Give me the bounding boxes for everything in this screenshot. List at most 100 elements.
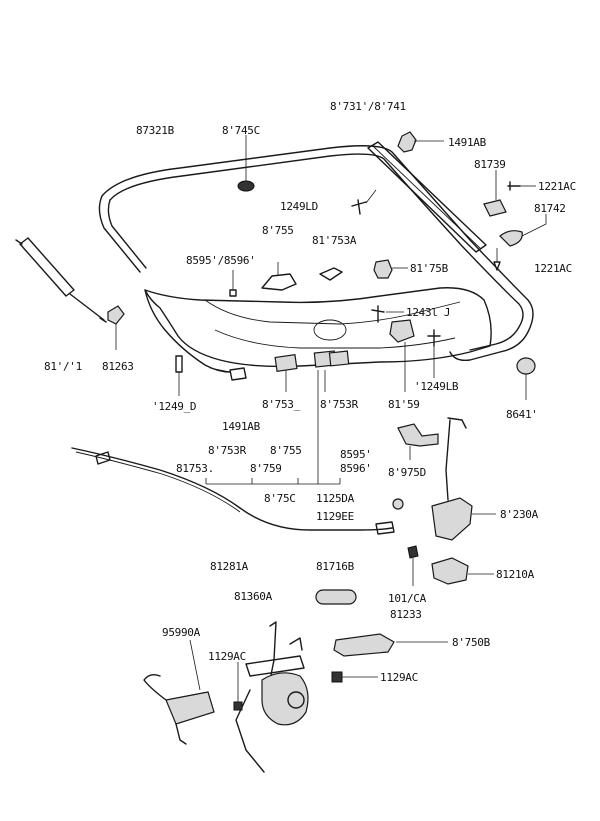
module-harness bbox=[143, 673, 167, 701]
lock-cylinder bbox=[287, 691, 305, 709]
label-8753r-a: 8'753R bbox=[320, 398, 359, 411]
release-cable-inner bbox=[75, 451, 241, 513]
tailgate-emblem-recess bbox=[313, 319, 347, 341]
module-bracket bbox=[175, 723, 187, 745]
weatherstrip-left-side bbox=[98, 195, 147, 273]
spoiler-strip-center bbox=[372, 145, 482, 250]
lock-actuator bbox=[261, 672, 309, 726]
label-81210a: 81210A bbox=[496, 568, 535, 581]
tailgate-panel-inner-line bbox=[204, 299, 461, 325]
label-81771: 81'/'1 bbox=[44, 360, 82, 373]
module-95990a bbox=[165, 691, 215, 725]
label-8175b: 81'75B bbox=[410, 262, 449, 275]
tailgate-panel-outline bbox=[144, 287, 492, 368]
label-95990a: 95990A bbox=[162, 626, 201, 639]
gas-strut-rod bbox=[69, 293, 105, 321]
label-81230a: 8'230A bbox=[500, 508, 539, 521]
bracket-81759 bbox=[389, 319, 415, 343]
grommet-8175b bbox=[373, 259, 393, 279]
gas-strut-cylinder bbox=[19, 237, 75, 297]
bolt-1011ca bbox=[407, 545, 419, 559]
plug-86411 bbox=[516, 357, 536, 375]
handle-8750b bbox=[333, 633, 395, 657]
latch-81230a bbox=[431, 497, 473, 541]
label-1491ab-top: 1491AB bbox=[448, 136, 487, 149]
screw-1221ac-upper bbox=[507, 181, 521, 191]
label-1221ac-b: 1221AC bbox=[534, 262, 572, 275]
label-1011ca: 101/CA bbox=[388, 592, 427, 605]
striker-81210a bbox=[431, 557, 469, 585]
label-1221ac-a: 1221AC bbox=[538, 180, 576, 193]
label-8975d: 8'975D bbox=[388, 466, 426, 479]
latch-rod-top bbox=[447, 417, 467, 429]
bolt-1129ac-right bbox=[331, 671, 343, 683]
label-8753l: 8'753_ bbox=[262, 398, 301, 411]
latch-rod bbox=[445, 419, 451, 501]
weatherstrip-inner bbox=[109, 153, 524, 351]
cable-clip-left bbox=[95, 451, 111, 465]
bracket-81263 bbox=[107, 305, 125, 325]
label-1249ld-a: 1249LD bbox=[280, 200, 318, 213]
release-cable bbox=[71, 447, 393, 531]
label-81233: 81233 bbox=[390, 608, 422, 621]
label-81739: 81739 bbox=[474, 158, 506, 171]
label-1249lb: '1249LB bbox=[414, 380, 459, 393]
clip-1491ab bbox=[397, 131, 417, 153]
label-81281a: 81281A bbox=[210, 560, 249, 573]
label-8595-b: 8595' bbox=[340, 448, 372, 461]
gas-strut-end bbox=[15, 239, 107, 323]
tailgate-panel-lower-line bbox=[214, 329, 456, 349]
label-8759: 8'759 bbox=[250, 462, 282, 475]
label-1243ij: 1243l J bbox=[406, 306, 450, 319]
label-875c: 8'75C bbox=[264, 492, 296, 505]
label-8745c: 8'745C bbox=[222, 124, 260, 137]
trim-pad-right bbox=[328, 350, 350, 367]
label-81263: 81263 bbox=[102, 360, 134, 373]
pin-8595 bbox=[229, 289, 237, 297]
bracket-8975d bbox=[397, 423, 439, 447]
label-8731-8741: 8'731'/8'741 bbox=[330, 100, 406, 113]
bolt-1129ac-left bbox=[233, 701, 243, 711]
cable-end-right bbox=[375, 521, 395, 535]
label-81753l: 81753. bbox=[176, 462, 214, 475]
label-87321b: 87321B bbox=[136, 124, 175, 137]
tailgate-left-skin bbox=[144, 289, 231, 373]
label-86411: 8641' bbox=[506, 408, 538, 421]
label-1491ab-mid: 1491AB bbox=[222, 420, 261, 433]
label-81753a: 81'753A bbox=[312, 234, 357, 247]
bracket-81739 bbox=[483, 199, 507, 217]
actuator-rod-lower bbox=[235, 689, 265, 773]
bumper-stop-87321b bbox=[237, 180, 255, 192]
label-8750b: 8'750B bbox=[452, 636, 491, 649]
actuator-link bbox=[289, 637, 303, 651]
screw-1243ij bbox=[371, 305, 385, 323]
label-1129ee: 1129EE bbox=[316, 510, 354, 523]
cover-81742 bbox=[499, 230, 523, 247]
clip-8755 bbox=[261, 273, 297, 291]
label-8595-8596: 8595'/8596' bbox=[186, 254, 256, 267]
screw-1221ac-lower bbox=[493, 261, 501, 271]
screw-1249lb bbox=[427, 329, 441, 347]
label-8755-b: 8'755 bbox=[270, 444, 302, 457]
label-81716b: 81716B bbox=[316, 560, 355, 573]
spoiler-strip bbox=[367, 141, 487, 253]
pad-81716b bbox=[315, 589, 357, 605]
label-1129ac-b: 1129AC bbox=[380, 671, 418, 684]
screw-1249ld-top bbox=[351, 199, 367, 215]
clip-81753a bbox=[319, 267, 343, 281]
label-8596-b: 8596' bbox=[340, 462, 372, 475]
latch-bolt bbox=[392, 498, 404, 510]
weatherstrip-outer bbox=[101, 145, 534, 362]
label-1129ac-a: 1129AC bbox=[208, 650, 246, 663]
actuator-bracket bbox=[245, 655, 305, 677]
label-8755-a: 8'755 bbox=[262, 224, 294, 237]
label-8753r-b: 8'753R bbox=[208, 444, 247, 457]
actuator-rod-vertical bbox=[269, 621, 277, 681]
trim-pad-left bbox=[274, 353, 298, 373]
label-1125da: 1125DA bbox=[316, 492, 355, 505]
label-81759: 81'59 bbox=[388, 398, 420, 411]
label-81742: 81742 bbox=[534, 202, 566, 215]
label-1249ld-b: '1249_D bbox=[152, 400, 196, 413]
bolt-1249ld-lower bbox=[175, 355, 183, 373]
